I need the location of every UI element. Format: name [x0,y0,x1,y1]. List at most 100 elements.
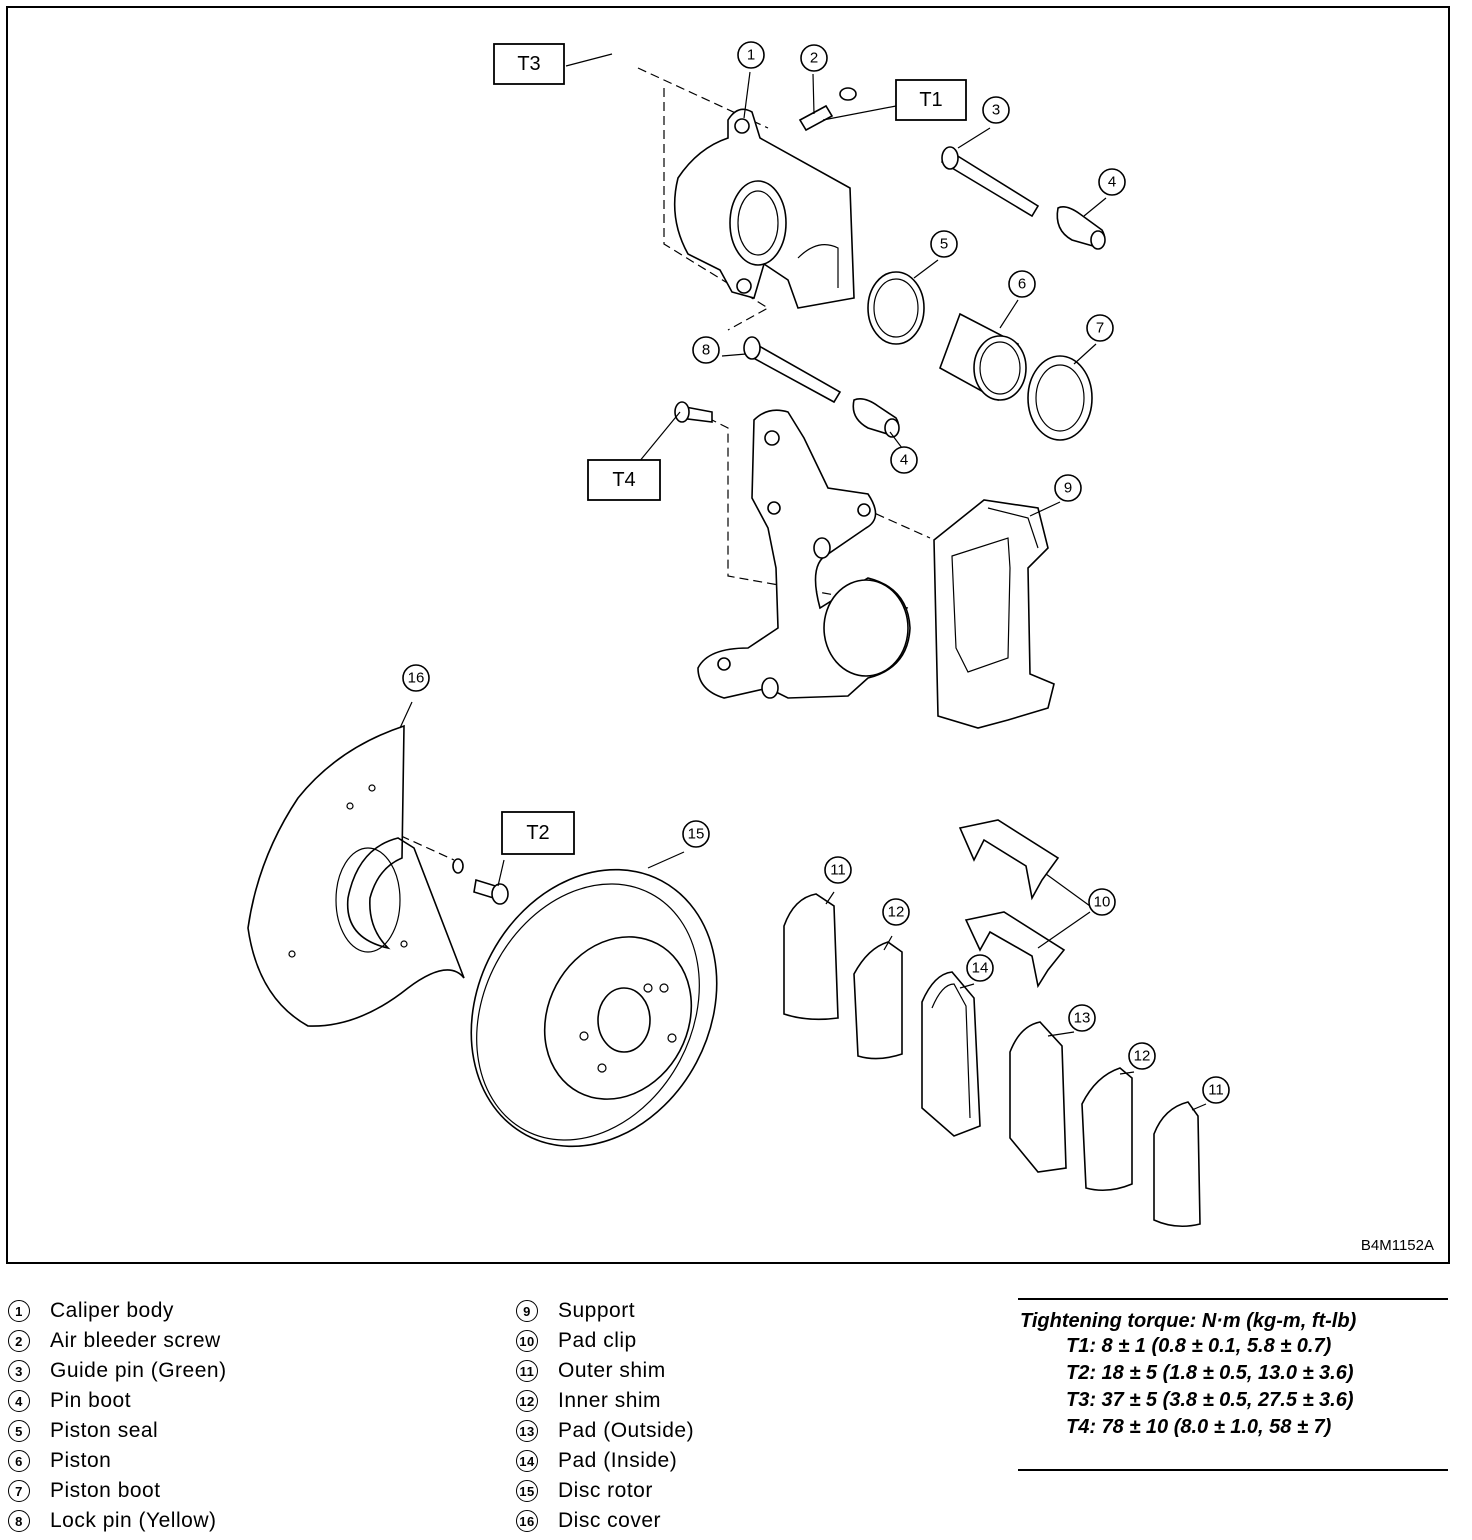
torque-box-t3: T3 [493,43,565,85]
callout-12-right: 12 [1128,1042,1156,1070]
callout-6: 6 [1008,270,1036,298]
legend-number: 10 [516,1330,538,1352]
callout-11-left: 11 [824,856,852,884]
svg-text:12: 12 [1134,1048,1151,1065]
legend-number: 3 [8,1360,30,1382]
callout-4-upper: 4 [1098,168,1126,196]
legend-label: Disc cover [558,1509,662,1532]
pad-clips-shape [958,819,1066,989]
svg-text:4: 4 [1108,174,1116,191]
svg-text:7: 7 [1096,320,1104,337]
torque-spec-t2: T2: 18 ± 5 (1.8 ± 0.5, 13.0 ± 3.6) [1066,1362,1354,1384]
outer-shim-left-shape [783,893,839,1021]
piston-boot-shape [1027,355,1093,441]
callout-4-lower: 4 [890,446,918,474]
torque-heading: Tightening torque: N·m (kg-m, ft-lb) [1020,1310,1357,1332]
lock-pin-shape [743,336,842,404]
legend-item: 14 Pad (Inside) [516,1446,694,1476]
legend-number: 5 [8,1420,30,1442]
legend-number: 11 [516,1360,538,1382]
legend-number: 15 [516,1480,538,1502]
legend-number: 8 [8,1510,30,1532]
figure-code: B4M1152A [1360,1237,1434,1254]
callout-15: 15 [682,820,710,848]
legend-label: Guide pin (Green) [50,1359,227,1382]
svg-text:3: 3 [992,102,1000,119]
torque-box-t4: T4 [587,459,661,501]
disc-cover-shape [247,724,465,1027]
legend-number: 4 [8,1390,30,1412]
svg-text:T3: T3 [517,53,540,75]
legend-label: Air bleeder screw [50,1329,221,1352]
legend-number: 13 [516,1420,538,1442]
support-bracket-shape [933,499,1055,729]
callout-3: 3 [982,96,1010,124]
legend-label: Inner shim [558,1389,662,1412]
torque-box-t1: T1 [895,79,967,121]
legend-number: 6 [8,1450,30,1472]
legend-number: 7 [8,1480,30,1502]
svg-text:13: 13 [1074,1010,1091,1027]
callout-13: 13 [1068,1004,1096,1032]
legend-label: Outer shim [558,1359,666,1382]
svg-text:11: 11 [1208,1082,1224,1099]
guide-pin-shape [940,146,1040,218]
svg-text:8: 8 [702,342,710,359]
pin-boot-lower-shape [852,398,900,438]
legend-label: Pad (Outside) [558,1419,695,1442]
t4-bolt-shape [674,401,713,423]
svg-text:2: 2 [810,50,818,67]
legend-number: 14 [516,1450,538,1472]
torque-spec-t3: T3: 37 ± 5 (3.8 ± 0.5, 27.5 ± 3.6) [1066,1389,1354,1411]
t2-bolt-shape [452,858,509,905]
callout-8: 8 [692,336,720,364]
legend-item: 4 Pin boot [8,1386,227,1416]
legend-item: 7 Piston boot [8,1476,227,1506]
legend-number: 16 [516,1510,538,1532]
pad-inside-shape [921,971,981,1137]
legend-label: Disc rotor [558,1479,653,1502]
svg-text:11: 11 [830,862,846,879]
legend-item: 12 Inner shim [516,1386,694,1416]
legend-item: 16 Disc cover [516,1506,694,1536]
svg-text:5: 5 [940,236,948,253]
outer-shim-right-shape [1153,1101,1201,1228]
legend-label: Pad (Inside) [558,1449,678,1472]
callout-9: 9 [1054,474,1082,502]
pin-boot-upper-shape [1056,206,1106,250]
callout-10: 10 [1088,888,1116,916]
legend-label: Piston boot [50,1479,161,1502]
torque-box-t2: T2 [501,811,575,855]
legend-number: 9 [516,1300,538,1322]
svg-text:16: 16 [408,670,425,687]
legend-item: 13 Pad (Outside) [516,1416,694,1446]
piston-seal-shape [867,271,925,345]
diagram-canvas: T3 T1 T4 T2 1 2 3 4 5 6 7 8 4 9 16 15 11… [247,41,1230,1228]
legend-label: Pin boot [50,1389,132,1412]
svg-text:T4: T4 [612,469,635,491]
svg-text:6: 6 [1018,276,1026,293]
inner-shim-right-shape [1081,1067,1133,1192]
callout-1: 1 [737,41,765,69]
callout-2: 2 [800,44,828,72]
torque-spec-t4: T4: 78 ± 10 (8.0 ± 1.0, 58 ± 7) [1066,1416,1332,1438]
legend-number: 12 [516,1390,538,1412]
inner-shim-left-shape [853,941,903,1060]
legend-number: 1 [8,1300,30,1322]
callout-14: 14 [966,954,994,982]
callout-11-right: 11 [1202,1076,1230,1104]
callout-12-left: 12 [882,898,910,926]
exploded-view-diagram: T3 T1 T4 T2 1 2 3 4 5 6 7 8 4 9 16 15 11… [6,6,1450,1264]
callout-7: 7 [1086,314,1114,342]
steering-knuckle-shape [697,409,911,699]
piston-shape [939,312,1027,402]
svg-text:4: 4 [900,452,908,469]
callout-16: 16 [402,664,430,692]
